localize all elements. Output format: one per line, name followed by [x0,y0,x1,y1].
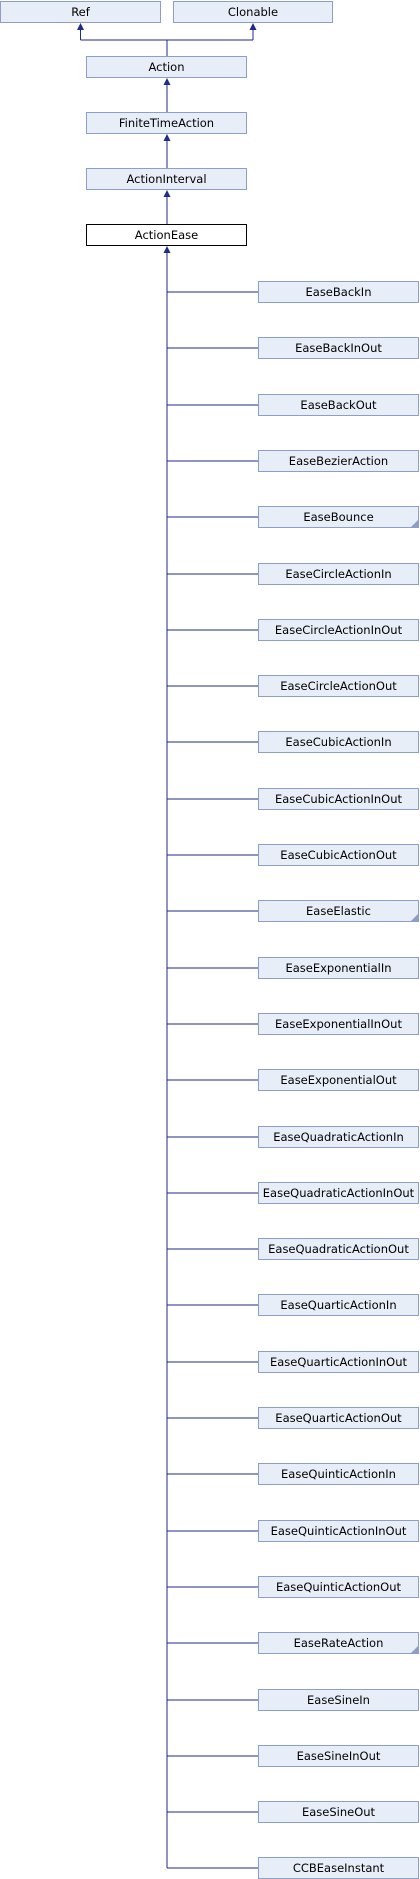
class-node-action[interactable]: Action [86,56,247,78]
class-node-child-12[interactable]: EaseExponentialIn [258,957,419,979]
class-node-child-26-label: EaseSineInOut [296,1749,381,1763]
arrowhead-chain-1 [163,78,171,85]
class-node-child-17[interactable]: EaseQuadraticActionOut [258,1238,419,1260]
class-node-child-23-label: EaseQuinticActionOut [275,1580,402,1594]
class-node-child-1-label: EaseBackInOut [295,341,382,355]
class-node-child-13[interactable]: EaseExponentialInOut [258,1013,419,1035]
class-node-child-7[interactable]: EaseCircleActionOut [258,675,419,697]
class-node-child-7-label: EaseCircleActionOut [280,679,397,693]
class-node-child-22-label: EaseQuinticActionInOut [270,1524,407,1538]
class-node-child-28-label: CCBEaseInstant [292,1861,385,1875]
class-node-child-16[interactable]: EaseQuadraticActionInOut [258,1182,419,1204]
class-node-child-21-label: EaseQuinticActionIn [281,1467,396,1481]
class-node-child-28[interactable]: CCBEaseInstant [258,1857,419,1879]
class-node-child-14[interactable]: EaseExponentialOut [258,1069,419,1091]
class-node-child-2[interactable]: EaseBackOut [258,394,419,416]
class-node-clonable-label: Clonable [227,5,279,19]
class-node-action-interval-label: ActionInterval [126,172,207,186]
class-node-child-23[interactable]: EaseQuinticActionOut [258,1576,419,1598]
class-node-action-label: Action [148,60,185,74]
class-node-child-27-label: EaseSineOut [301,1805,376,1819]
class-node-child-18[interactable]: EaseQuarticActionIn [258,1294,419,1316]
arrowhead-action-ease [163,246,171,253]
arrowhead-clonable [249,23,257,30]
class-node-ref-label: Ref [71,5,90,19]
arrowhead-chain-2 [163,134,171,141]
class-node-child-20[interactable]: EaseQuarticActionOut [258,1407,419,1429]
class-node-child-12-label: EaseExponentialIn [285,961,392,975]
class-node-child-8[interactable]: EaseCubicActionIn [258,731,419,753]
class-node-child-26[interactable]: EaseSineInOut [258,1745,419,1767]
class-node-child-21[interactable]: EaseQuinticActionIn [258,1463,419,1485]
class-node-action-interval[interactable]: ActionInterval [86,168,247,190]
class-node-child-6[interactable]: EaseCircleActionInOut [258,619,419,641]
class-node-child-18-label: EaseQuarticActionIn [280,1298,397,1312]
class-node-child-27[interactable]: EaseSineOut [258,1801,419,1823]
class-node-child-8-label: EaseCubicActionIn [285,735,392,749]
class-node-child-11-label: EaseElastic [306,904,371,918]
class-node-child-20-label: EaseQuarticActionOut [275,1411,402,1425]
class-node-finite-time-action[interactable]: FiniteTimeAction [86,112,247,134]
class-node-child-19-label: EaseQuarticActionInOut [269,1355,408,1369]
class-node-child-10[interactable]: EaseCubicActionOut [258,844,419,866]
class-node-child-24[interactable]: EaseRateAction [258,1632,419,1654]
class-node-clonable[interactable]: Clonable [173,1,333,23]
class-node-child-9-label: EaseCubicActionInOut [274,792,403,806]
class-node-child-5[interactable]: EaseCircleActionIn [258,563,419,585]
class-node-child-6-label: EaseCircleActionInOut [274,623,403,637]
class-node-child-3-label: EaseBezierAction [288,454,389,468]
class-node-child-17-label: EaseQuadraticActionOut [268,1242,409,1256]
class-node-action-ease: ActionEase [86,224,247,246]
class-node-child-2-label: EaseBackOut [300,398,377,412]
class-node-finite-time-action-label: FiniteTimeAction [118,116,215,130]
class-node-child-5-label: EaseCircleActionIn [285,567,392,581]
class-node-child-15[interactable]: EaseQuadraticActionIn [258,1126,419,1148]
class-node-action-ease-label: ActionEase [134,228,199,242]
class-node-child-13-label: EaseExponentialInOut [275,1017,402,1031]
class-node-child-1[interactable]: EaseBackInOut [258,337,419,359]
class-node-child-9[interactable]: EaseCubicActionInOut [258,788,419,810]
class-node-child-15-label: EaseQuadraticActionIn [273,1130,404,1144]
class-node-child-24-label: EaseRateAction [293,1636,384,1650]
class-node-child-4[interactable]: EaseBounce [258,506,419,528]
class-node-child-4-label: EaseBounce [303,510,374,524]
class-node-child-0[interactable]: EaseBackIn [258,281,419,303]
class-node-child-16-label: EaseQuadraticActionInOut [262,1186,415,1200]
class-node-ref[interactable]: Ref [0,1,161,23]
class-node-child-11[interactable]: EaseElastic [258,900,419,922]
arrowhead-ref [77,23,84,30]
class-node-child-3[interactable]: EaseBezierAction [258,450,419,472]
class-node-child-10-label: EaseCubicActionOut [280,848,397,862]
class-node-child-25[interactable]: EaseSineIn [258,1689,419,1711]
class-node-child-19[interactable]: EaseQuarticActionInOut [258,1351,419,1373]
class-node-child-14-label: EaseExponentialOut [280,1073,397,1087]
class-node-child-0-label: EaseBackIn [305,285,372,299]
arrowhead-chain-3 [163,190,171,197]
class-node-child-25-label: EaseSineIn [307,1693,370,1707]
class-node-child-22[interactable]: EaseQuinticActionInOut [258,1520,419,1542]
